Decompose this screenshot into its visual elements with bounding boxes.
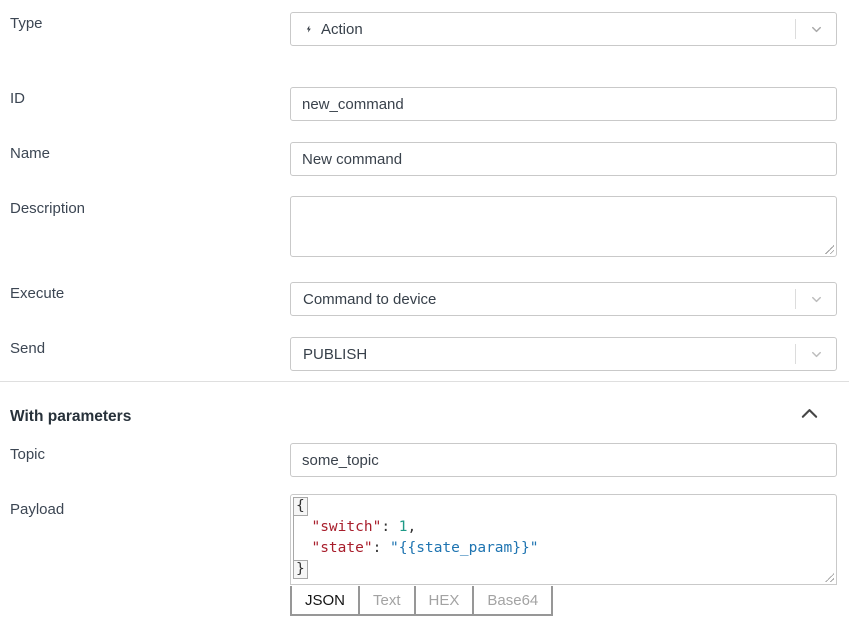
code-line: "switch": 1,	[311, 519, 417, 535]
topic-input[interactable]	[290, 443, 837, 477]
type-value: Action	[321, 20, 363, 38]
lightning-bolt-icon	[291, 21, 313, 37]
send-label: Send	[10, 340, 46, 357]
dropdown-divider	[795, 289, 796, 309]
execute-dropdown[interactable]: Command to device	[290, 282, 837, 316]
json-number-value: 1	[398, 519, 408, 535]
send-value: PUBLISH	[303, 345, 368, 363]
id-input[interactable]	[290, 87, 837, 121]
json-key: "state"	[311, 540, 373, 556]
description-textarea[interactable]	[290, 196, 837, 257]
type-label: Type	[10, 15, 43, 32]
tab-json[interactable]: JSON	[292, 586, 361, 614]
description-label: Description	[10, 200, 86, 217]
send-dropdown[interactable]: PUBLISH	[290, 337, 837, 371]
name-input[interactable]	[290, 142, 837, 176]
name-label: Name	[10, 145, 51, 162]
tab-text[interactable]: Text	[360, 586, 416, 614]
code-line: }	[293, 559, 836, 580]
dropdown-divider	[795, 344, 796, 364]
close-brace: }	[293, 560, 308, 579]
with-parameters-heading: With parameters	[10, 408, 132, 425]
chevron-down-icon[interactable]	[796, 22, 836, 37]
code-line: "state": "{{state_param}}"	[311, 540, 539, 556]
json-string-value: "{{state_param}}"	[390, 540, 539, 556]
tab-base64[interactable]: Base64	[474, 586, 554, 614]
bracket-match-rail	[293, 499, 294, 579]
resize-grip-icon[interactable]	[824, 572, 834, 582]
dropdown-divider	[795, 19, 796, 39]
chevron-down-icon[interactable]	[796, 292, 836, 307]
payload-code-editor[interactable]: { "switch": 1, "state": "{{state_param}}…	[290, 494, 837, 585]
tab-hex[interactable]: HEX	[416, 586, 475, 614]
json-key: "switch"	[311, 519, 382, 535]
execute-value: Command to device	[303, 290, 437, 308]
open-brace: {	[293, 497, 308, 516]
payload-label: Payload	[10, 501, 65, 518]
payload-format-tabs: JSON Text HEX Base64	[290, 586, 554, 616]
code-line: {	[293, 496, 836, 517]
section-divider	[0, 381, 849, 382]
execute-label: Execute	[10, 285, 65, 302]
resize-grip-icon[interactable]	[824, 244, 834, 254]
topic-label: Topic	[10, 446, 46, 463]
type-dropdown[interactable]: Action	[290, 12, 837, 46]
chevron-up-icon[interactable]	[796, 402, 822, 424]
chevron-down-icon[interactable]	[796, 347, 836, 362]
id-label: ID	[10, 90, 25, 107]
